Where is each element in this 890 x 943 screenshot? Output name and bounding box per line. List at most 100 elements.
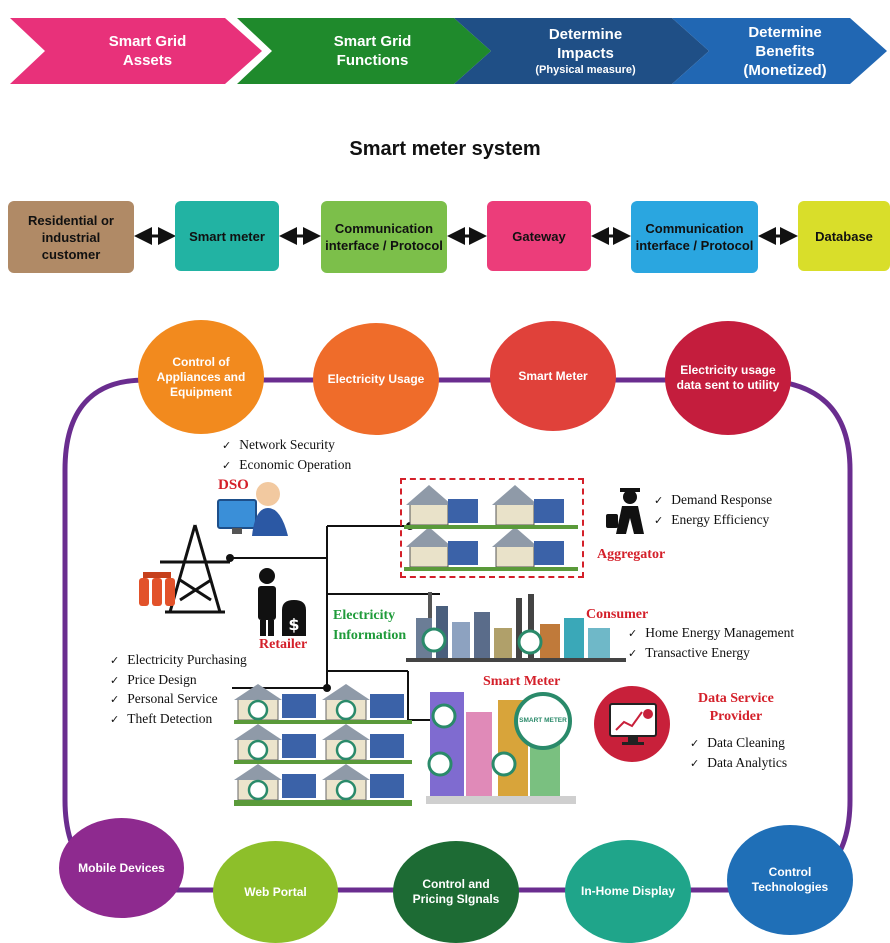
system-arrows: [134, 227, 798, 245]
aggregator-houses: [404, 485, 578, 571]
circle-usage-data-sent: Electricity usage data sent to utility: [665, 321, 791, 435]
house-icon: [406, 485, 478, 526]
aggregator-houses-frame: [400, 478, 584, 578]
chevron-text-sub: (Physical measure): [535, 64, 636, 76]
chevron-text-line1: Determine: [748, 23, 822, 41]
dso-checklist: Network Security Economic Operation: [222, 436, 351, 475]
meter-icon: [491, 751, 517, 777]
data-service-provider-label: Data Service Provider: [698, 690, 774, 726]
meter-icon: [517, 629, 543, 655]
chevron-text-line2: Impacts: [557, 45, 614, 62]
industrial-consumers-icon: [406, 592, 626, 662]
meter-icon: [247, 779, 269, 801]
consumer-checklist: Home Energy Management Transactive Energ…: [628, 624, 794, 663]
chevron-text-line1: Determine: [548, 26, 623, 43]
house-icon: [234, 764, 316, 801]
system-box-customer: Residential or industrial customer: [8, 201, 134, 273]
dso-label: DSO: [218, 477, 249, 493]
checklist-item: Data Analytics: [690, 754, 787, 774]
smart-meter-badge-text: SMART METER: [519, 717, 567, 724]
house-icon: [492, 485, 564, 526]
smart-meter-badge: SMART METER: [514, 692, 572, 750]
junction-dot: [226, 554, 234, 562]
aggregator-label: Aggregator: [597, 547, 666, 562]
svg-text:$: $: [288, 615, 299, 634]
house-icon: [492, 527, 564, 568]
chevron-text-line2: Functions: [336, 52, 409, 69]
house-icon: [406, 527, 478, 568]
circle-in-home-display: In-Home Display: [565, 840, 691, 943]
system-box-smart-meter: Smart meter: [175, 201, 279, 271]
transmission-tower-icon: [160, 524, 230, 614]
chevron-text-line2: Assets: [122, 52, 173, 69]
checklist-item: Price Design: [110, 671, 247, 691]
checklist-item: Home Energy Management: [628, 624, 794, 644]
chevron-smart-grid-assets: [10, 18, 262, 84]
house-icon: [234, 724, 316, 761]
electricity-information-line2: Information: [333, 628, 407, 643]
meter-icon: [247, 699, 269, 721]
electricity-information-line1: Electricity: [333, 608, 396, 623]
system-box-comm-interface-2: Communication interface / Protocol: [631, 201, 758, 273]
chevron-label-impacts: Determine Impacts (Physical measure): [498, 18, 673, 84]
chevron-determine-impacts: [454, 18, 709, 84]
chevron-label-functions: Smart Grid Functions: [285, 18, 460, 84]
checklist-item: Personal Service: [110, 690, 247, 710]
meter-icon: [421, 627, 447, 653]
checklist-item: Theft Detection: [110, 710, 247, 730]
system-box-database: Database: [798, 201, 890, 271]
meter-icon: [427, 751, 453, 777]
circle-control-technologies: Control Technologies: [727, 825, 853, 935]
meter-icon: [335, 779, 357, 801]
chevron-label-assets: Smart Grid Assets: [60, 18, 235, 84]
circle-smart-meter: Smart Meter: [490, 321, 616, 431]
data-service-line1: Data Service: [698, 691, 774, 706]
smart-meter-label: Smart Meter: [483, 674, 561, 689]
checklist-item: Energy Efficiency: [654, 511, 772, 531]
analytics-monitor-icon: [609, 703, 657, 745]
circle-electricity-usage: Electricity Usage: [313, 323, 439, 435]
chevron-text-line1: Smart Grid: [333, 33, 412, 50]
chevron-text-line3: (Monetized): [743, 61, 827, 79]
house-icon: [322, 724, 404, 761]
electricity-information-label: Electricity Information: [333, 606, 406, 646]
circle-web-portal: Web Portal: [213, 841, 338, 943]
retailer-businessman-icon: $: [258, 568, 306, 636]
retailer-label: Retailer: [259, 637, 308, 652]
data-service-checklist: Data Cleaning Data Analytics: [690, 734, 787, 773]
dso-operator-icon: [217, 482, 288, 536]
circle-control-pricing-signals: Control and Pricing SIgnals: [393, 841, 519, 943]
meter-icon: [335, 699, 357, 721]
system-box-gateway: Gateway: [487, 201, 591, 271]
checklist-item: Electricity Purchasing: [110, 651, 247, 671]
meter-icon: [431, 703, 457, 729]
data-service-line2: Provider: [709, 709, 763, 724]
circle-mobile-devices: Mobile Devices: [59, 818, 184, 918]
house-icon: [322, 764, 404, 801]
meter-icon: [335, 739, 357, 761]
system-box-comm-interface-1: Communication interface / Protocol: [321, 201, 447, 273]
aggregator-checklist: Demand Response Energy Efficiency: [654, 491, 772, 530]
chevron-smart-grid-functions: [237, 18, 491, 84]
chevron-text-line1: Smart Grid: [108, 33, 187, 50]
junction-dot: [323, 684, 331, 692]
chevron-determine-benefits: [672, 18, 887, 84]
chevron-label-benefits: Determine Benefits (Monetized): [705, 18, 865, 84]
checklist-item: Network Security: [222, 436, 351, 456]
checklist-item: Economic Operation: [222, 456, 351, 476]
chevron-text-line2: Benefits: [755, 42, 815, 60]
checklist-item: Transactive Energy: [628, 644, 794, 664]
retailer-checklist: Electricity Purchasing Price Design Pers…: [110, 651, 247, 729]
consumer-label: Consumer: [586, 607, 649, 622]
system-title: Smart meter system: [349, 138, 541, 160]
checklist-item: Data Cleaning: [690, 734, 787, 754]
meter-icon: [247, 739, 269, 761]
house-icon: [322, 684, 404, 721]
aggregator-businessman-icon: [606, 488, 644, 534]
process-chevrons: [10, 18, 887, 84]
checklist-item: Demand Response: [654, 491, 772, 511]
transformer-icon: [139, 572, 175, 606]
circle-control-appliances: Control of Appliances and Equipment: [138, 320, 264, 434]
residential-houses: [234, 684, 412, 806]
grid-wiring: [230, 525, 440, 721]
